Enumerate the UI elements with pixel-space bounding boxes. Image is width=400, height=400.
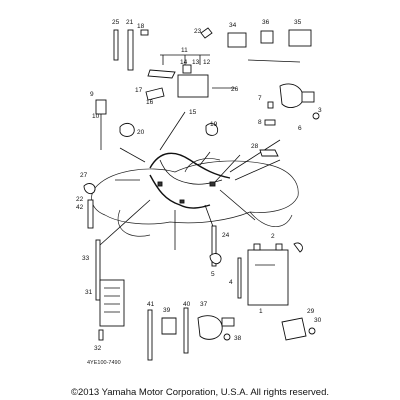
callout-7: 7 (258, 95, 262, 102)
callout-33: 33 (82, 255, 90, 262)
callout-30: 30 (314, 317, 322, 324)
callout-1: 1 (259, 308, 263, 315)
callout-22: 22 (76, 196, 84, 203)
callout-4: 4 (229, 279, 233, 286)
callout-20: 20 (137, 129, 145, 136)
callout-18: 18 (137, 23, 145, 30)
callout-19: 19 (210, 121, 218, 128)
callout-11: 11 (181, 47, 188, 54)
callout-40: 40 (183, 301, 191, 308)
callout-39: 39 (163, 307, 171, 314)
callout-34: 34 (229, 22, 237, 29)
callout-labels: 25 21 18 23 34 36 35 11 14 13 12 17 16 1… (76, 19, 322, 352)
wire-harness (149, 152, 231, 209)
callout-28: 28 (251, 143, 259, 150)
callout-24: 24 (222, 232, 230, 239)
callout-3: 3 (318, 107, 322, 114)
callout-36: 36 (262, 19, 270, 26)
callout-25: 25 (112, 19, 120, 26)
callout-31: 31 (85, 289, 93, 296)
callout-21: 21 (126, 19, 134, 26)
callout-5: 5 (211, 271, 215, 278)
callout-35: 35 (294, 19, 302, 26)
callout-27: 27 (80, 172, 88, 179)
callout-16: 16 (146, 99, 154, 106)
callout-12: 12 (203, 59, 211, 66)
callout-38: 38 (234, 335, 242, 342)
bottom-parts (147, 225, 242, 361)
callout-10: 10 (92, 113, 100, 120)
copyright-notice: ©2013 Yamaha Motor Corporation, U.S.A. A… (71, 387, 329, 398)
callout-2: 2 (271, 233, 275, 240)
callout-23: 23 (194, 28, 202, 35)
callout-6: 6 (298, 125, 302, 132)
right-parts (247, 83, 320, 341)
callout-8: 8 (258, 119, 262, 126)
callout-14: 14 (180, 59, 188, 66)
callout-13: 13 (192, 59, 200, 66)
callout-29: 29 (307, 308, 315, 315)
callout-17: 17 (135, 87, 143, 94)
callout-15: 15 (189, 109, 197, 116)
diagram-code: 4YE100-7490 (87, 360, 121, 366)
callout-37: 37 (200, 301, 208, 308)
callout-26: 26 (231, 86, 239, 93)
top-parts (113, 27, 312, 101)
callout-42: 42 (76, 204, 84, 211)
left-parts (83, 99, 219, 341)
callout-9: 9 (90, 91, 94, 98)
callout-32: 32 (94, 345, 102, 352)
motorcycle-outline (91, 158, 299, 237)
callout-41: 41 (147, 301, 155, 308)
